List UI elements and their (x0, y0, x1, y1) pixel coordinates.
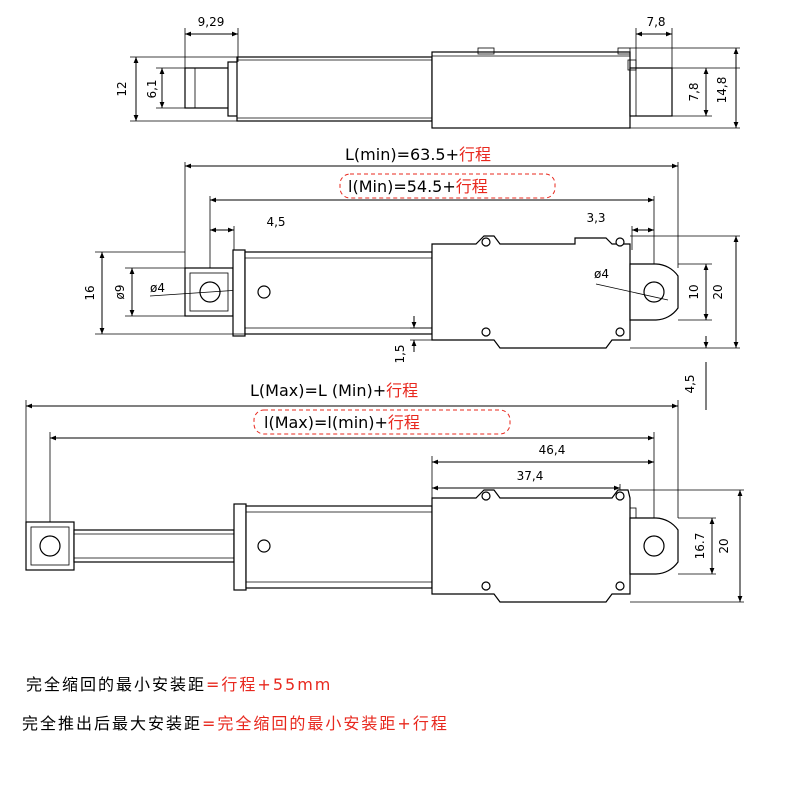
dim-7-8-side: 7,8 (687, 82, 701, 101)
l-max-formula: L(Max)=L (Min)+行程 (250, 381, 418, 400)
dim-16-7: 16.7 (693, 533, 707, 560)
dim-12: 12 (115, 81, 129, 96)
dim-4-5-side: 4,5 (683, 374, 697, 393)
dim-6-1: 6,1 (145, 79, 159, 98)
l-min-inner-formula: l(Min)=54.5+行程 (348, 177, 488, 196)
dim-4-5: 4,5 (266, 215, 285, 229)
dim-3-3: 3,3 (586, 211, 605, 225)
dim-16: 16 (83, 285, 97, 300)
dim-7-8-top: 7,8 (646, 15, 665, 29)
dim-9-29: 9,29 (198, 15, 225, 29)
dim-37-4: 37,4 (517, 469, 544, 483)
note-min-install-distance: 完全缩回的最小安装距=行程+55mm (26, 675, 333, 694)
l-min-formula: L(min)=63.5+行程 (345, 145, 491, 164)
note-max-install-distance: 完全推出后最大安装距=完全缩回的最小安装距+行程 (22, 714, 449, 733)
dim-20: 20 (711, 284, 725, 299)
dim-20-bottom: 20 (717, 538, 731, 553)
l-max-inner-formula: l(Max)=l(min)+行程 (264, 413, 420, 432)
middle-view: L(min)=63.5+行程 l(Min)=54.5+行程 4,5 3,3 (83, 145, 740, 410)
dim-14-8: 14,8 (715, 77, 729, 104)
dim-1-5: 1,5 (393, 344, 407, 363)
bottom-view: L(Max)=L (Min)+行程 l(Max)=l(min)+行程 46,4 … (25, 381, 744, 603)
dim-46-4: 46,4 (539, 443, 566, 457)
dim-phi9: ø9 (113, 285, 127, 300)
top-view: 9,29 7,8 12 6,1 7,8 14,8 (115, 15, 740, 129)
dim-phi4-left: ø4 (150, 281, 165, 295)
dim-10: 10 (687, 284, 701, 299)
dim-phi4-right: ø4 (594, 267, 609, 281)
